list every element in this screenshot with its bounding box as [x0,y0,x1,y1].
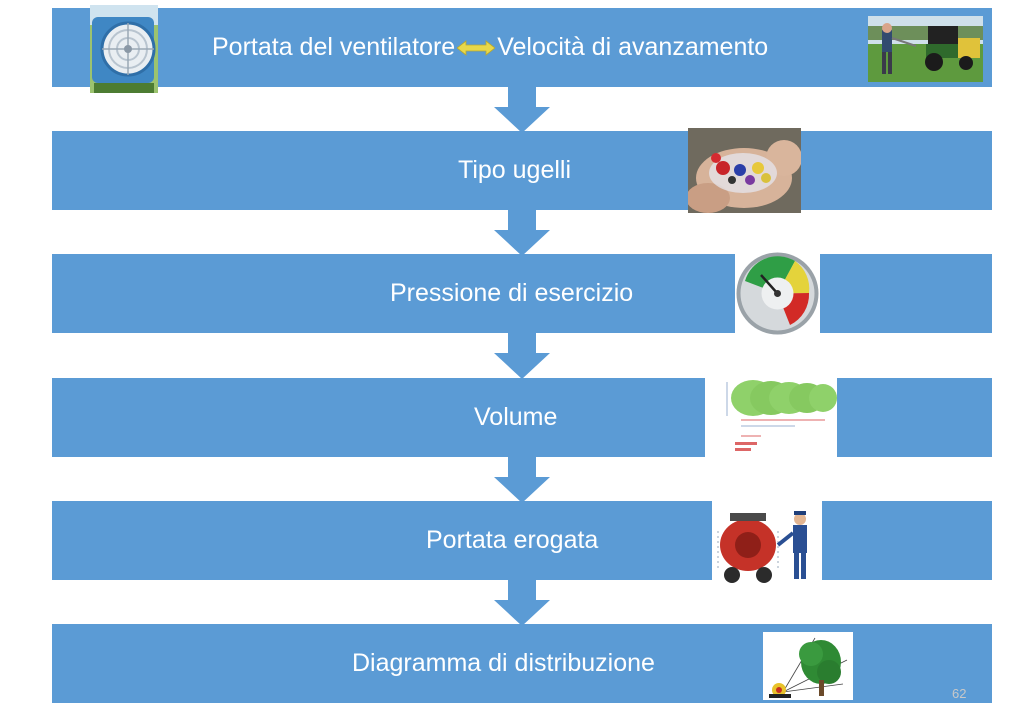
down-arrow-3 [494,333,550,379]
fan-flow-text: Portata del ventilatore [212,33,456,61]
nozzles-photo [688,128,801,213]
down-arrow-4 [494,457,550,503]
fan-photo [90,5,158,93]
step-band-volume: Volume [52,378,992,457]
step-band-fan-speed: Portata del ventilatore Velocità di avanz… [52,8,992,87]
step-label-fan-speed: Portata del ventilatore Velocità di avanz… [212,8,768,87]
step-band-pressure: Pressione di esercizio [52,254,992,333]
step-band-flow-rate: Portata erogata [52,501,992,580]
step-label-nozzles: Tipo ugelli [458,156,572,184]
down-arrow-1 [494,87,550,133]
pressure-gauge-photo [735,251,820,336]
down-arrow-5 [494,580,550,626]
forward-speed-text: Velocità di avanzamento [497,33,769,61]
distribution-diagram [763,632,853,700]
tractor-photo [868,16,983,82]
step-band-nozzles: Tipo ugelli [52,131,992,210]
double-arrow-icon [457,40,496,57]
sprayer-operator-illustration [712,501,822,586]
canopy-volume-diagram [705,376,837,458]
step-label-distribution: Diagramma di distribuzione [352,649,655,677]
step-label-flow-rate: Portata erogata [426,526,599,554]
slide-number: 62 [952,686,967,701]
step-label-pressure: Pressione di esercizio [390,279,634,307]
step-label-volume: Volume [474,403,558,431]
down-arrow-2 [494,210,550,256]
